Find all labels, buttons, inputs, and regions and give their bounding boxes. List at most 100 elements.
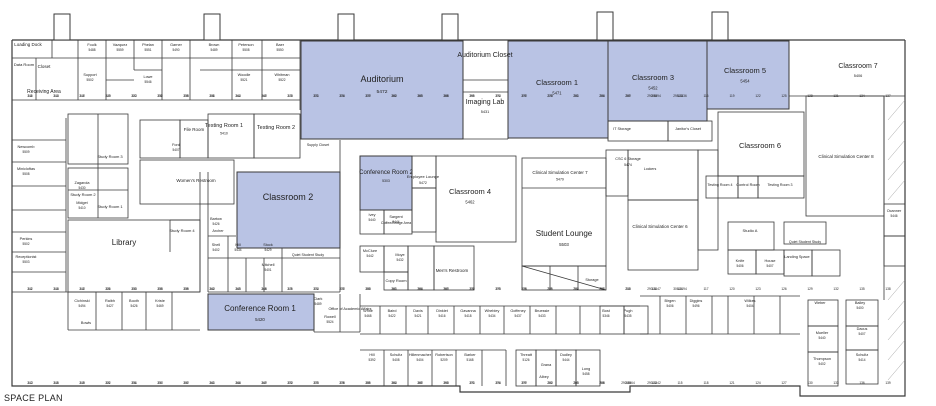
room-number-tag: 214	[53, 94, 59, 98]
room-number-tag: 199	[521, 381, 527, 385]
office-name: Hill	[235, 243, 240, 247]
room-label-employee-lounge: Employee Lounge	[407, 174, 440, 179]
office-number: 5404	[416, 358, 423, 362]
office-name: Mueller	[816, 331, 829, 335]
room-number-tag: 244	[235, 381, 241, 385]
room-number-tag: 155	[157, 94, 163, 98]
room-number-tag: 124	[755, 381, 761, 385]
office-name: Mitchell	[262, 263, 275, 267]
room-number-tag: 154	[131, 381, 137, 385]
room-number-tag: 256	[339, 381, 345, 385]
room-number-tag: 153	[131, 287, 137, 291]
room-label-classroom-2: Classroom 2	[263, 192, 314, 202]
room-number-tag: 290-5442	[647, 381, 661, 385]
office-name: Birgen	[665, 299, 676, 303]
room-number-tag: 111	[652, 287, 657, 291]
room-number-tag: 230	[131, 287, 137, 291]
room-number-tag: 168	[261, 287, 267, 291]
room-number-tag: 163	[209, 381, 215, 385]
room-number-tag: 259	[365, 381, 371, 385]
room-number-tag: 290-5447	[647, 287, 661, 291]
office-number: 5550	[276, 48, 283, 52]
room-number-tag: 136	[859, 381, 865, 385]
office-number: 5421	[414, 314, 421, 318]
room-number-tag: 160	[183, 381, 189, 385]
office-name: Clark	[314, 297, 323, 301]
office-name: Vazquez	[113, 43, 128, 47]
room-label-lockers: Lockers	[644, 167, 657, 171]
room-number-tag: 120	[729, 287, 735, 291]
room-conference-room-2[interactable]	[359, 155, 413, 211]
room-number-tag: 144	[53, 287, 59, 291]
room-number-classroom-1: 5471	[552, 91, 562, 96]
room-number-tag: 117	[703, 287, 708, 291]
office-number: 5446	[890, 214, 897, 218]
office-name: Kriste	[155, 299, 165, 303]
room-number-tag: 167	[261, 94, 267, 98]
room-number-student-lounge: 5503	[559, 242, 569, 247]
room-number-tag: 147	[79, 287, 85, 291]
room-number-tag: 290-5494	[647, 94, 661, 98]
room-number-tag: 284	[599, 94, 605, 98]
office-number: 5407	[858, 332, 865, 336]
office-name: Dinklet	[436, 309, 449, 313]
room-number-conference-room-2: 5303	[382, 179, 390, 183]
room-label-womens-restroom: Women's Restroom	[176, 178, 216, 183]
room-number-tag: 185	[417, 94, 423, 98]
room-number-tag: 235	[183, 94, 189, 98]
office-name: Sargent	[389, 215, 403, 219]
room-label-study-room-3: Study Room 3	[97, 154, 123, 159]
room-label-study-room-4: Study Room 4	[169, 228, 195, 233]
office-name: Whebley	[485, 309, 500, 313]
room-number-tag: 290-5464	[621, 381, 635, 385]
office-number: 5522	[278, 78, 285, 82]
room-classroom-2[interactable]	[236, 171, 341, 249]
office-number: 5458	[582, 372, 589, 376]
room-number-tag: 277	[521, 381, 527, 385]
office-number: 5509	[22, 150, 29, 154]
room-label-auditorium-closet: Auditorium Closet	[457, 52, 512, 59]
office-number: 5430	[78, 186, 85, 190]
room-number-tag: 282	[573, 287, 579, 291]
office-number: 5402	[818, 362, 825, 366]
room-label-storage: Storage	[585, 278, 598, 282]
room-number-tag: 290	[651, 94, 657, 98]
room-number-tag: 128	[807, 94, 813, 98]
plan-caption: SPACE PLAN	[4, 393, 63, 403]
room-conference-room-1[interactable]	[207, 293, 315, 331]
room-classroom-5[interactable]	[706, 40, 790, 110]
room-classroom-1[interactable]	[507, 40, 609, 139]
room-label-imaging-lab: Imaging Lab	[466, 99, 505, 106]
office-number: 5489	[314, 302, 321, 306]
room-number-tag: 269	[469, 94, 475, 98]
room-number-tag: 232	[157, 94, 163, 98]
office-number: 5426	[212, 222, 219, 226]
office-number: 5406	[736, 264, 743, 268]
room-label-csc-storage: CSC 6 Storage	[615, 157, 641, 161]
room-number-tag: 248	[287, 94, 293, 98]
room-label-clinical-sim-7: Clinical Simulation Center 7	[532, 170, 588, 175]
room-classroom-3[interactable]	[607, 40, 708, 122]
office-number: 5442	[366, 254, 373, 258]
office-name: Barker	[464, 353, 476, 357]
office-number: 5489	[210, 48, 217, 52]
office-name: Dudley	[560, 353, 572, 357]
office-name: Brown	[209, 43, 220, 47]
room-number-tag: 262	[391, 381, 397, 385]
office-name: Whitman	[275, 73, 290, 77]
room-number-tag: 171	[287, 287, 293, 291]
office-number: 5418	[464, 314, 471, 318]
room-label-testing-room-4: Testing Room 4	[708, 183, 733, 187]
room-number-tag: 137	[885, 94, 891, 98]
room-number-tag: 127	[781, 381, 787, 385]
office-name: Woodle	[238, 73, 251, 77]
room-number-tag: 157	[157, 381, 163, 385]
room-number-tag: 139	[885, 381, 891, 385]
room-number-tag: 209	[625, 94, 631, 98]
room-number-tag: 192	[469, 287, 475, 291]
hatching	[887, 99, 906, 381]
room-number-tag: 162	[209, 287, 215, 291]
room-auditorium[interactable]	[300, 40, 464, 140]
office-number: 5432	[396, 258, 403, 262]
